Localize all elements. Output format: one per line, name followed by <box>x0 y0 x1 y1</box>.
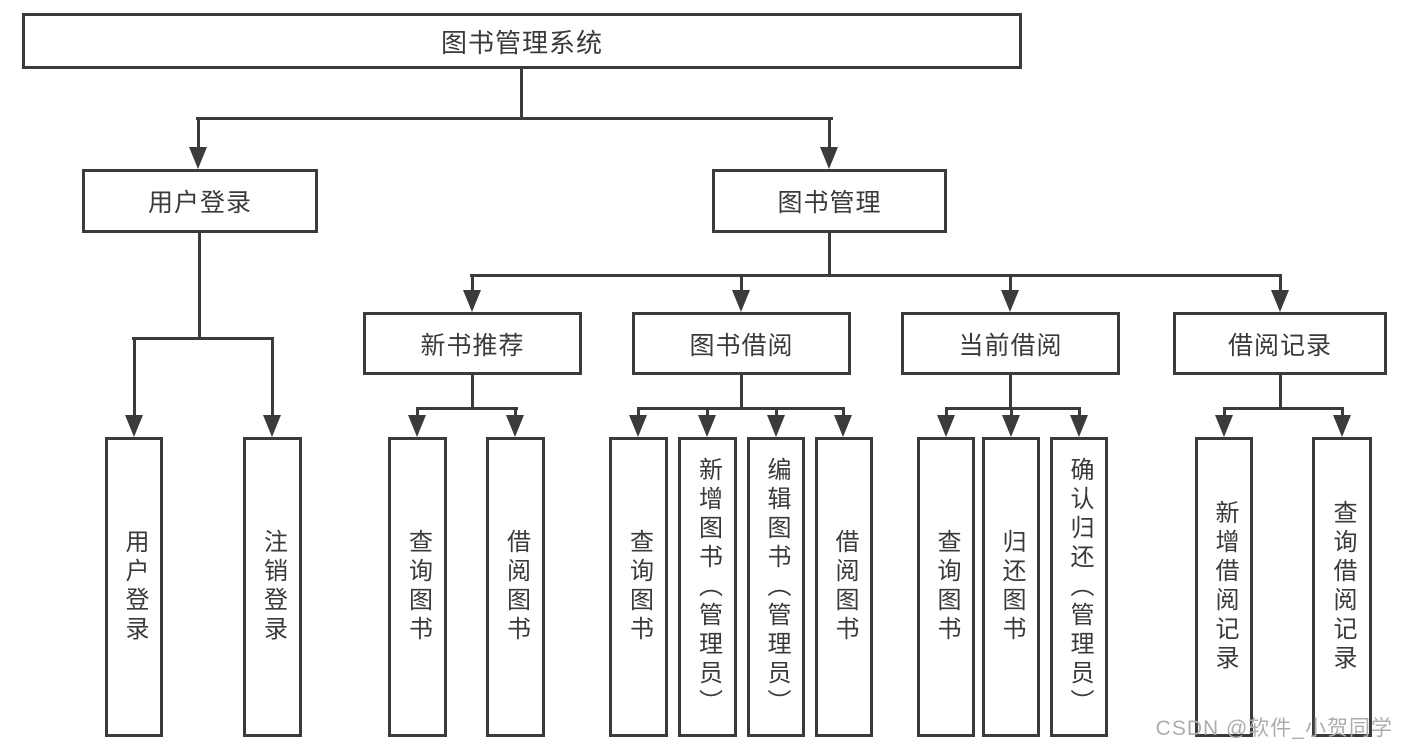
connector-drop-rec-query2 <box>1341 407 1344 415</box>
connector-drop-rec-add <box>1223 407 1226 415</box>
node-root-label: 图书管理系统 <box>440 27 603 58</box>
arrow-to-recommend <box>463 290 481 312</box>
connector-user-login-stub <box>198 233 201 337</box>
leaf-borrowing-edit-book-admin: 编辑图书（管理员） <box>747 437 805 737</box>
connector-records-rail <box>1223 407 1344 410</box>
node-borrow-records: 借阅记录 <box>1173 312 1387 375</box>
connector-drop-book-mgmt <box>828 117 831 147</box>
csdn-watermark: CSDN @软件_小贺同学 <box>1155 717 1393 740</box>
leaf-borrowing-add-book-admin: 新增图书（管理员） <box>678 437 737 737</box>
leaf-user-login: 用户登录 <box>105 437 163 737</box>
leaf-current-return-book-label: 归还图书 <box>998 529 1025 645</box>
leaf-borrowing-query-book: 查询图书 <box>609 437 668 737</box>
connector-level2-rail <box>196 117 833 120</box>
connector-drop-records <box>1279 274 1282 290</box>
arrow-to-cur-return <box>1002 415 1020 437</box>
arrow-to-current <box>1001 290 1019 312</box>
connector-drop-rec-borrow <box>514 407 517 415</box>
node-new-book-recommend-label: 新书推荐 <box>420 331 525 360</box>
arrow-to-rec-borrow <box>506 415 524 437</box>
connector-drop-leaf-logout <box>271 337 274 415</box>
leaf-borrowing-edit-book-admin-label: 编辑图书（管理员） <box>763 456 790 718</box>
arrow-to-bor-query <box>629 415 647 437</box>
connector-records-stub <box>1279 375 1282 407</box>
leaf-recommend-borrow-book-label: 借阅图书 <box>502 529 530 645</box>
node-current-borrowing: 当前借阅 <box>901 312 1120 375</box>
arrow-to-cur-confirm <box>1070 415 1088 437</box>
leaf-record-add: 新增借阅记录 <box>1195 437 1253 737</box>
leaf-borrowing-borrow-book: 借阅图书 <box>815 437 873 737</box>
node-user-login-branch: 用户登录 <box>82 169 318 233</box>
connector-book-mgmt-stub <box>828 233 831 274</box>
connector-drop-bor-query <box>637 407 640 415</box>
connector-user-login-rail <box>132 337 274 340</box>
arrow-to-leaf-login <box>125 415 143 437</box>
leaf-logout-label: 注销登录 <box>259 529 287 645</box>
arrow-to-book-mgmt <box>820 147 838 169</box>
connector-drop-cur-return <box>1010 407 1013 415</box>
leaf-recommend-borrow-book: 借阅图书 <box>486 437 545 737</box>
arrow-to-user-login <box>189 147 207 169</box>
leaf-borrowing-query-book-label: 查询图书 <box>625 529 653 645</box>
connector-drop-bor-edit <box>775 407 778 415</box>
node-borrow-records-label: 借阅记录 <box>1227 331 1332 360</box>
connector-drop-borrowing <box>740 274 743 290</box>
arrow-to-bor-borrow <box>834 415 852 437</box>
connector-drop-user-login <box>197 117 200 147</box>
leaf-recommend-query-book: 查询图书 <box>388 437 447 737</box>
leaf-current-confirm-return-admin-label: 确认归还（管理员） <box>1066 456 1093 718</box>
connector-level3-rail <box>470 274 1282 277</box>
leaf-record-query-label: 查询借阅记录 <box>1329 500 1356 674</box>
arrow-to-bor-add <box>698 415 716 437</box>
arrow-to-cur-query <box>937 415 955 437</box>
leaf-record-add-label: 新增借阅记录 <box>1211 500 1238 674</box>
node-book-borrowing-label: 图书借阅 <box>689 331 794 360</box>
connector-drop-bor-add <box>706 407 709 415</box>
connector-drop-recommend <box>471 274 474 290</box>
leaf-recommend-query-book-label: 查询图书 <box>404 529 432 645</box>
arrow-to-record-query <box>1333 415 1351 437</box>
leaf-current-query-book: 查询图书 <box>917 437 975 737</box>
arrow-to-leaf-logout <box>263 415 281 437</box>
node-book-borrowing: 图书借阅 <box>632 312 851 375</box>
leaf-current-confirm-return-admin: 确认归还（管理员） <box>1050 437 1108 737</box>
leaf-record-query: 查询借阅记录 <box>1312 437 1372 737</box>
connector-drop-bor-borrow <box>842 407 845 415</box>
leaf-logout: 注销登录 <box>243 437 302 737</box>
arrow-to-rec-query <box>408 415 426 437</box>
node-current-borrowing-label: 当前借阅 <box>958 331 1063 360</box>
connector-drop-cur-confirm <box>1078 407 1081 415</box>
node-book-management-branch: 图书管理 <box>712 169 947 233</box>
arrow-to-records <box>1271 290 1289 312</box>
connector-drop-current <box>1009 274 1012 290</box>
node-new-book-recommend: 新书推荐 <box>363 312 582 375</box>
arrow-to-record-add <box>1215 415 1233 437</box>
leaf-borrowing-borrow-book-label: 借阅图书 <box>831 529 858 645</box>
connector-drop-rec-query <box>416 407 419 415</box>
connector-current-stub <box>1009 375 1012 407</box>
connector-root-stub <box>520 69 523 117</box>
node-book-management-label: 图书管理 <box>777 189 882 217</box>
node-root-system: 图书管理系统 <box>22 13 1022 69</box>
node-user-login-branch-label: 用户登录 <box>147 189 252 217</box>
leaf-current-query-book-label: 查询图书 <box>933 529 960 645</box>
connector-recommend-rail <box>416 407 518 410</box>
arrow-to-borrowing <box>732 290 750 312</box>
connector-drop-leaf-login <box>133 337 136 415</box>
connector-drop-cur-query <box>945 407 948 415</box>
leaf-borrowing-add-book-admin-label: 新增图书（管理员） <box>694 456 722 718</box>
leaf-user-login-label: 用户登录 <box>121 529 148 645</box>
connector-recommend-stub <box>471 375 474 407</box>
connector-borrowing-stub <box>740 375 743 407</box>
arrow-to-bor-edit <box>767 415 785 437</box>
leaf-current-return-book: 归还图书 <box>982 437 1040 737</box>
connector-borrowing-rail <box>637 407 845 410</box>
